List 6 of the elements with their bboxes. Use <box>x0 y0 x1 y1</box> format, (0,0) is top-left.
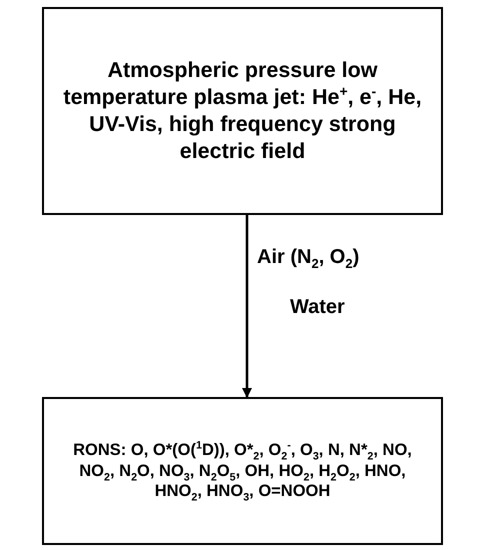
arrow <box>242 215 252 398</box>
edge-label: Air (N$_{2}$, O$_{2}$) <box>257 246 360 269</box>
process-box <box>42 397 443 545</box>
process-box <box>42 7 443 215</box>
box-text: RONS: O, O*(O($^{1}$D)), O*$_{2}$, O$_{2}$$^{-}$, O$_{3}$, N, N*$_{2}$, NO, NO$_{2}$, N$_{2}$O, NO$_{3}$, N$_{2}$O$_{5}$, OH, HO$_{2}$, H$_{2}$O$_{2}$, HNO, HNO$_{2}$, HNO$_{3}$, O=NOOH <box>72 440 413 502</box>
box-text: Atmospheric pressure low temperature plasma jet: He$^{+}$, e$^{-}$, He, UV-Vis, high frequency strong electric field <box>62 57 423 165</box>
